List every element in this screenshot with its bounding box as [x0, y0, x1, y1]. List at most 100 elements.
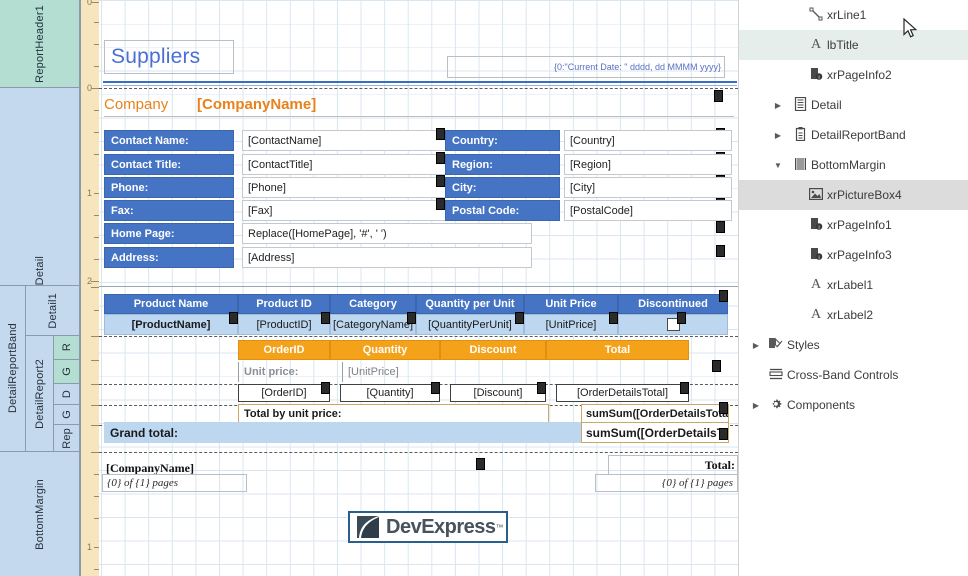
order-header-discount[interactable]: Discount — [440, 340, 546, 360]
selection-handle[interactable] — [436, 152, 445, 164]
phone-label[interactable]: Phone: — [104, 177, 234, 198]
country-label[interactable]: Country: — [445, 130, 560, 151]
band-detail-report2[interactable]: DetailReport2 — [26, 336, 54, 452]
region-label[interactable]: Region: — [445, 154, 560, 175]
selection-handle[interactable] — [436, 175, 445, 187]
band-report-header1[interactable]: ReportHeader1 — [0, 0, 80, 88]
selection-handle[interactable] — [436, 198, 445, 210]
selection-handle[interactable] — [719, 290, 728, 302]
tree-item-xrlabel1[interactable]: A xrLabel1 — [739, 270, 968, 300]
report-design-canvas[interactable]: Suppliers {0:"Current Date: " dddd, dd M… — [99, 0, 738, 576]
tree-item-components[interactable]: ▶ Components — [739, 390, 968, 420]
selection-handle[interactable] — [321, 382, 330, 394]
tree-item-xrlabel2[interactable]: A xrLabel2 — [739, 300, 968, 330]
order-cell-quantity[interactable]: [Quantity] — [340, 384, 440, 402]
selection-handle[interactable] — [716, 245, 725, 257]
cell-product-id[interactable]: [ProductID] — [238, 314, 330, 335]
band-sub-group-footer[interactable]: G — [54, 405, 80, 425]
selection-handle[interactable] — [716, 221, 725, 233]
band-bottom-margin[interactable]: BottomMargin — [0, 452, 80, 576]
chevron-right-icon[interactable]: ▶ — [774, 130, 782, 140]
checkbox-icon[interactable] — [667, 318, 680, 331]
devexpress-logo[interactable]: DevExpress ™ — [348, 511, 508, 543]
grand-total-value[interactable]: sumSum([OrderDetailsTotal]) — [581, 422, 729, 443]
total-by-unit-price-label[interactable]: Total by unit price: — [238, 404, 549, 424]
order-header-orderid[interactable]: OrderID — [238, 340, 330, 360]
tree-item-styles[interactable]: ▶ Styles — [739, 330, 968, 360]
cell-category[interactable]: [CategoryName] — [330, 314, 416, 335]
col-header-quantity-per-unit[interactable]: Quantity per Unit — [416, 294, 524, 314]
cell-discontinued[interactable] — [618, 314, 728, 335]
cell-unit-price[interactable]: [UnitPrice] — [524, 314, 618, 335]
tree-item-lbtitle[interactable]: A lbTitle — [739, 30, 968, 60]
selection-handle[interactable] — [677, 312, 686, 324]
chevron-right-icon[interactable]: ▶ — [752, 340, 760, 350]
selection-handle[interactable] — [229, 312, 238, 324]
tree-item-xrpageinfo2[interactable]: i xrPageInfo2 — [739, 60, 968, 90]
col-header-unit-price[interactable]: Unit Price — [524, 294, 618, 314]
fax-label[interactable]: Fax: — [104, 200, 234, 221]
col-header-product-id[interactable]: Product ID — [238, 294, 330, 314]
tree-item-xrpicturebox4[interactable]: xrPictureBox4 — [739, 180, 968, 210]
selection-handle[interactable] — [714, 90, 723, 102]
selection-handle[interactable] — [476, 458, 485, 470]
selection-handle[interactable] — [719, 402, 728, 414]
grand-total-label[interactable]: Grand total: — [104, 422, 581, 443]
col-header-discontinued[interactable]: Discontinued — [618, 294, 728, 314]
tree-item-xrline1[interactable]: xrLine1 — [739, 0, 968, 30]
order-cell-orderid[interactable]: [OrderID] — [238, 384, 330, 402]
cell-quantity-per-unit[interactable]: [QuantityPerUnit] — [416, 314, 524, 335]
country-value[interactable]: [Country] — [564, 130, 732, 151]
bm-page-info-left[interactable]: {0} of {1} pages — [102, 474, 247, 492]
address-label[interactable]: Address: — [104, 247, 234, 268]
band-sub-group-header[interactable]: G — [54, 360, 80, 384]
postal-code-value[interactable]: [PostalCode] — [564, 200, 732, 221]
chevron-right-icon[interactable]: ▶ — [752, 400, 760, 410]
band-sub-report-footer[interactable]: Rep — [54, 425, 80, 452]
selection-handle[interactable] — [321, 312, 330, 324]
chevron-right-icon[interactable]: ▶ — [774, 100, 782, 110]
selection-handle[interactable] — [680, 382, 689, 394]
selection-handle[interactable] — [712, 360, 721, 372]
home-page-value[interactable]: Replace([HomePage], '#', ' ') — [242, 223, 532, 244]
selection-handle[interactable] — [436, 128, 445, 140]
unit-price-value[interactable]: [UnitPrice] — [348, 366, 399, 378]
bm-total-label[interactable]: Total: — [608, 455, 738, 475]
order-cell-discount[interactable]: [Discount] — [450, 384, 546, 402]
address-value[interactable]: [Address] — [242, 247, 532, 268]
contact-name-label[interactable]: Contact Name: — [104, 130, 234, 151]
tree-item-cross-band-controls[interactable]: Cross-Band Controls — [739, 360, 968, 390]
col-header-product-name[interactable]: Product Name — [104, 294, 238, 314]
report-explorer-tree[interactable]: xrLine1 A lbTitle i xrPageInfo2 ▶ Detail… — [738, 0, 968, 576]
tree-item-detail[interactable]: ▶ Detail — [739, 90, 968, 120]
band-detail-report-band[interactable]: DetailReportBand — [0, 286, 26, 452]
unit-price-label[interactable]: Unit price: — [244, 366, 299, 378]
bm-page-info-right[interactable]: {0} of {1} pages — [595, 474, 738, 492]
home-page-label[interactable]: Home Page: — [104, 223, 234, 244]
header-line-top[interactable] — [103, 81, 737, 83]
city-value[interactable]: [City] — [564, 177, 732, 198]
current-date-label[interactable]: {0:"Current Date: " dddd, dd MMMM yyyy} — [447, 56, 725, 78]
band-sub-report-header[interactable]: R — [54, 336, 80, 360]
selection-handle[interactable] — [537, 382, 546, 394]
tree-item-detailreportband[interactable]: ▶ DetailReportBand — [739, 120, 968, 150]
col-header-category[interactable]: Category — [330, 294, 416, 314]
chevron-down-icon[interactable]: ▼ — [774, 160, 782, 170]
bm-company-name[interactable]: [CompanyName] — [106, 460, 194, 475]
report-title-label[interactable]: Suppliers — [104, 40, 234, 74]
cell-product-name[interactable]: [ProductName] — [104, 314, 238, 335]
tree-item-xrpageinfo3[interactable]: i xrPageInfo3 — [739, 240, 968, 270]
selection-handle[interactable] — [719, 428, 728, 440]
company-name-field[interactable]: [CompanyName] — [197, 95, 317, 113]
band-detail1[interactable]: Detail1 — [26, 286, 80, 336]
order-header-quantity[interactable]: Quantity — [330, 340, 440, 360]
selection-handle[interactable] — [515, 312, 524, 324]
city-label[interactable]: City: — [445, 177, 560, 198]
tree-item-xrpageinfo1[interactable]: i xrPageInfo1 — [739, 210, 968, 240]
contact-title-label[interactable]: Contact Title: — [104, 154, 234, 175]
selection-handle[interactable] — [609, 312, 618, 324]
band-detail[interactable]: Detail — [0, 88, 80, 286]
total-by-unit-price-value[interactable]: sumSum([OrderDetailsTotal]) — [581, 404, 729, 424]
selection-handle[interactable] — [431, 382, 440, 394]
order-cell-total[interactable]: [OrderDetailsTotal] — [556, 384, 689, 402]
